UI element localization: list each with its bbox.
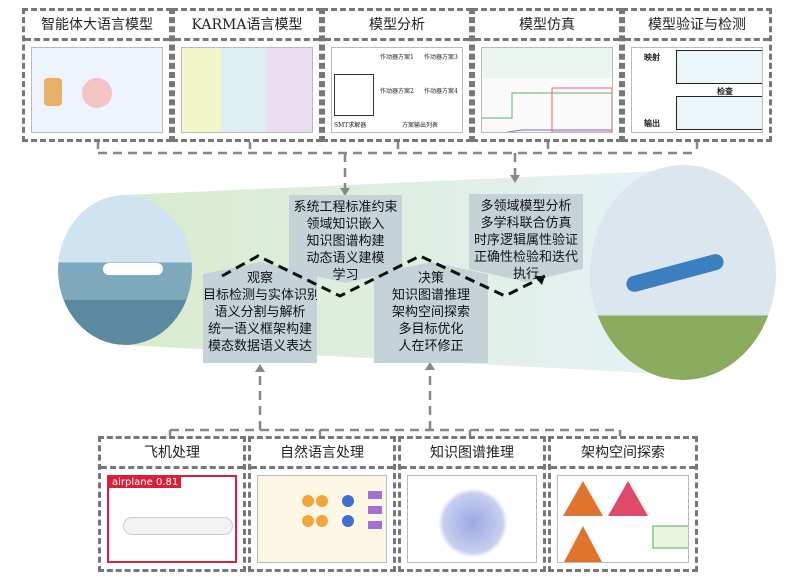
box-line: 知识图谱构建 <box>306 234 385 249</box>
check-label: 检查 <box>717 86 733 96</box>
box-line: 统一语义框架构建 <box>207 322 312 337</box>
nlp-network <box>302 491 382 529</box>
karma-model-figure <box>181 47 313 133</box>
graph-cluster <box>438 488 508 558</box>
panel-karma: KARMA语言模型 <box>172 8 322 142</box>
architecture-exploration-figure <box>557 475 689 563</box>
airplane-photo <box>590 165 776 380</box>
panel-architecture-exploration: 架构空间探索 <box>548 436 698 572</box>
act-box: 多领域模型分析 多学科联合仿真 时序逻辑属性验证 正确性检验和迭代 执行 <box>469 194 583 282</box>
box-line: 系统工程标准约束 <box>293 200 398 215</box>
pareto-plots <box>563 481 688 562</box>
box-line: 执行 <box>512 267 539 282</box>
box-line: 多目标优化 <box>398 322 464 337</box>
panel-title: 模型分析 <box>325 11 469 41</box>
panel-title: 架构空间探索 <box>551 439 695 469</box>
box-line: 正确性检验和迭代 <box>473 250 578 265</box>
box-line: 学习 <box>332 268 359 283</box>
airport-illustration <box>58 195 192 345</box>
panel-title: 知识图谱推理 <box>401 439 543 469</box>
airplane-icon <box>103 263 163 275</box>
scheme-label: 作动器方案3 <box>424 54 458 61</box>
scheme-label: 作动器方案4 <box>424 88 458 95</box>
box-line: 目标检测与实体识别 <box>203 288 321 303</box>
panel-title: 飞机处理 <box>101 439 243 469</box>
box-line: 时序逻辑属性验证 <box>473 233 578 248</box>
box-heading: 决策 <box>417 271 444 286</box>
agent-icon <box>44 78 62 106</box>
box-line: 语义分割与解析 <box>214 305 306 320</box>
graph-diagram <box>334 74 374 116</box>
output-label: 方案输出列表 <box>402 122 439 129</box>
airplane-icon <box>123 517 233 535</box>
panel-agent-llm: 智能体大语言模型 <box>22 8 172 142</box>
box-heading: 观察 <box>246 271 273 286</box>
brain-icon <box>82 78 112 108</box>
nlp-figure <box>257 475 387 563</box>
orient-box: 系统工程标准约束 领域知识嵌入 知识图谱构建 动态语义建模 学习 <box>289 195 402 283</box>
panel-knowledge-graph: 知识图谱推理 <box>398 436 546 572</box>
panel-title: 自然语言处理 <box>251 439 393 469</box>
box-line: 动态语义建模 <box>306 251 385 266</box>
box-line: 多领域模型分析 <box>480 199 572 214</box>
panel-simulation: 模型仿真 <box>472 8 622 142</box>
panel-aircraft-processing: 飞机处理 airplane 0.81 <box>98 436 246 572</box>
box-line: 领域知识嵌入 <box>306 217 385 232</box>
box-line: 多学科联合仿真 <box>480 216 572 231</box>
output-label: 输出 <box>644 118 660 128</box>
knowledge-graph-figure <box>407 475 537 563</box>
mapping-label: 映射 <box>644 52 660 62</box>
observe-box: 观察 目标检测与实体识别 语义分割与解析 统一语义框架构建 模态数据语义表达 <box>203 262 317 363</box>
agent-llm-figure <box>31 47 163 133</box>
panel-verification: 模型验证与检测 映射 检查 输出 <box>622 8 772 142</box>
box-line: 架构空间探索 <box>391 305 470 320</box>
simulation-plot <box>482 48 612 132</box>
box-line: 知识图谱推理 <box>391 288 470 303</box>
model-analysis-figure: SMT求解器 作动器方案1 作动器方案3 作动器方案2 作动器方案4 方案输出列… <box>331 47 463 133</box>
smt-label: SMT求解器 <box>334 122 367 129</box>
box-line: 模态数据语义表达 <box>207 339 312 354</box>
simulation-figure <box>481 47 613 133</box>
scheme-label: 作动器方案2 <box>380 88 414 95</box>
verification-figure: 映射 检查 输出 <box>631 47 763 133</box>
panel-title: 模型仿真 <box>475 11 619 41</box>
panel-title: 智能体大语言模型 <box>25 11 169 41</box>
panel-model-analysis: 模型分析 SMT求解器 作动器方案1 作动器方案3 作动器方案2 作动器方案4 … <box>322 8 472 142</box>
box-line: 人在环修正 <box>398 339 464 354</box>
panel-nlp: 自然语言处理 <box>248 436 396 572</box>
panel-title: KARMA语言模型 <box>175 11 319 41</box>
scheme-label: 作动器方案1 <box>380 54 414 61</box>
panel-title: 模型验证与检测 <box>625 11 769 41</box>
model-diagram <box>676 50 762 84</box>
aircraft-detection-figure: airplane 0.81 <box>107 475 237 563</box>
checked-diagram <box>676 96 762 130</box>
detection-label: airplane 0.81 <box>109 477 182 488</box>
